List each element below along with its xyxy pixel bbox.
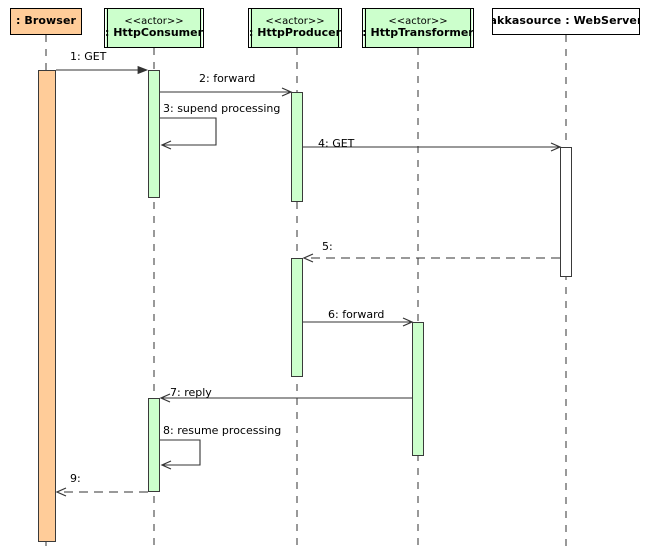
activation-bar-httpproducer-2 <box>291 258 303 377</box>
participant-head-httpconsumer[interactable]: <<actor>> : HttpConsumer <box>104 8 204 48</box>
message-label-4: 4: GET <box>318 137 355 150</box>
participant-label-httptransformer: : HttpTransformer <box>362 26 474 40</box>
participant-head-httpproducer[interactable]: <<actor>> : HttpProducer <box>248 8 342 48</box>
participant-label-webserver: akkasource : WebServer <box>492 14 640 28</box>
message-label-8: 8: resume processing <box>163 424 282 437</box>
message-label-2: 2: forward <box>199 72 256 85</box>
participant-head-browser[interactable]: : Browser <box>10 8 82 35</box>
activation-bar-webserver-1 <box>560 147 572 277</box>
participant-head-webserver[interactable]: akkasource : WebServer <box>492 8 640 35</box>
lifelines <box>45 35 567 552</box>
participant-stereotype-httpconsumer: <<actor>> <box>124 15 184 27</box>
participant-label-httpproducer: : HttpProducer <box>249 26 341 40</box>
message-label-1: 1: GET <box>70 50 107 63</box>
activation-bar-httptransformer-1 <box>412 322 424 456</box>
activation-bar-httpproducer-1 <box>291 92 303 202</box>
participant-label-httpconsumer: : HttpConsumer <box>105 26 204 40</box>
message-label-3: 3: supend processing <box>163 102 281 115</box>
activation-bar-httpconsumer-2 <box>148 398 160 492</box>
participant-label-browser: : Browser <box>15 14 77 28</box>
message-arrow-3 <box>160 117 217 150</box>
activation-bar-browser <box>38 70 56 542</box>
activation-bar-httpconsumer-1 <box>148 70 160 198</box>
participant-stereotype-httptransformer: <<actor>> <box>388 15 448 27</box>
message-label-6: 6: forward <box>328 308 385 321</box>
message-label-7: 7: reply <box>170 386 212 399</box>
message-label-9: 9: <box>70 472 81 485</box>
participant-stereotype-httpproducer: <<actor>> <box>265 15 325 27</box>
message-arrow-8 <box>160 439 201 470</box>
message-label-5: 5: <box>322 240 333 253</box>
message-arrows <box>55 65 562 497</box>
participant-head-httptransformer[interactable]: <<actor>> : HttpTransformer <box>362 8 474 48</box>
